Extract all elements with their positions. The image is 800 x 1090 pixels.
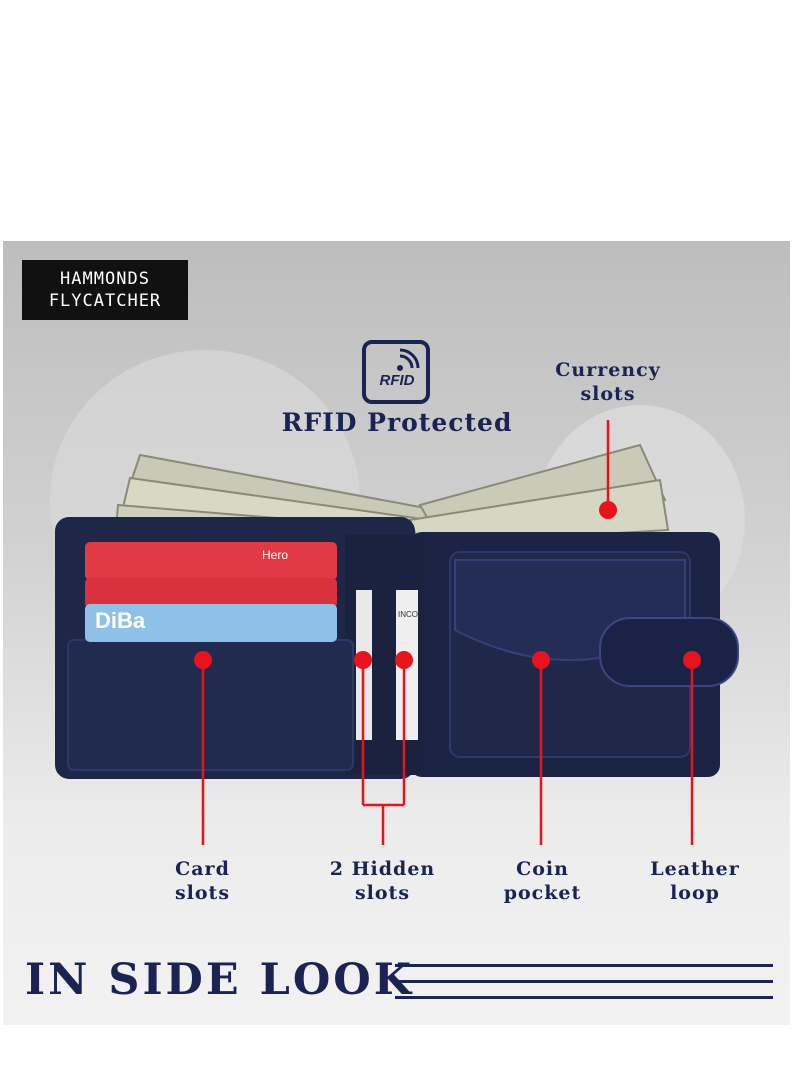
rfid-badge-text: RFID bbox=[379, 372, 415, 389]
rfid-title: RFID Protected bbox=[281, 408, 513, 437]
brand-line1: HAMMONDS bbox=[60, 269, 150, 289]
footer-stripe-3 bbox=[395, 996, 773, 999]
footer-title: IN SIDE LOOK bbox=[25, 955, 415, 1005]
brand-logo: HAMMONDS FLYCATCHER bbox=[22, 260, 188, 320]
callout-markers bbox=[194, 501, 701, 669]
label-leather-loop: Leather loop bbox=[650, 858, 740, 904]
footer-stripe-1 bbox=[395, 964, 773, 967]
label-coin-pocket: Coin pocket bbox=[503, 858, 582, 904]
card-top-text: Hero bbox=[262, 548, 289, 562]
card-slot-text: INCO bbox=[398, 610, 418, 619]
footer-stripe-2 bbox=[395, 980, 773, 983]
label-currency-slots: Currency slots bbox=[555, 359, 661, 405]
label-hidden-slots: 2 Hidden slots bbox=[329, 858, 436, 904]
card-bottom-text: DiBa bbox=[95, 608, 146, 633]
label-card-slots: Card slots bbox=[174, 858, 231, 904]
callout-lines bbox=[201, 420, 694, 845]
brand-line2: FLYCATCHER bbox=[48, 291, 162, 311]
rfid-icon bbox=[362, 340, 430, 404]
